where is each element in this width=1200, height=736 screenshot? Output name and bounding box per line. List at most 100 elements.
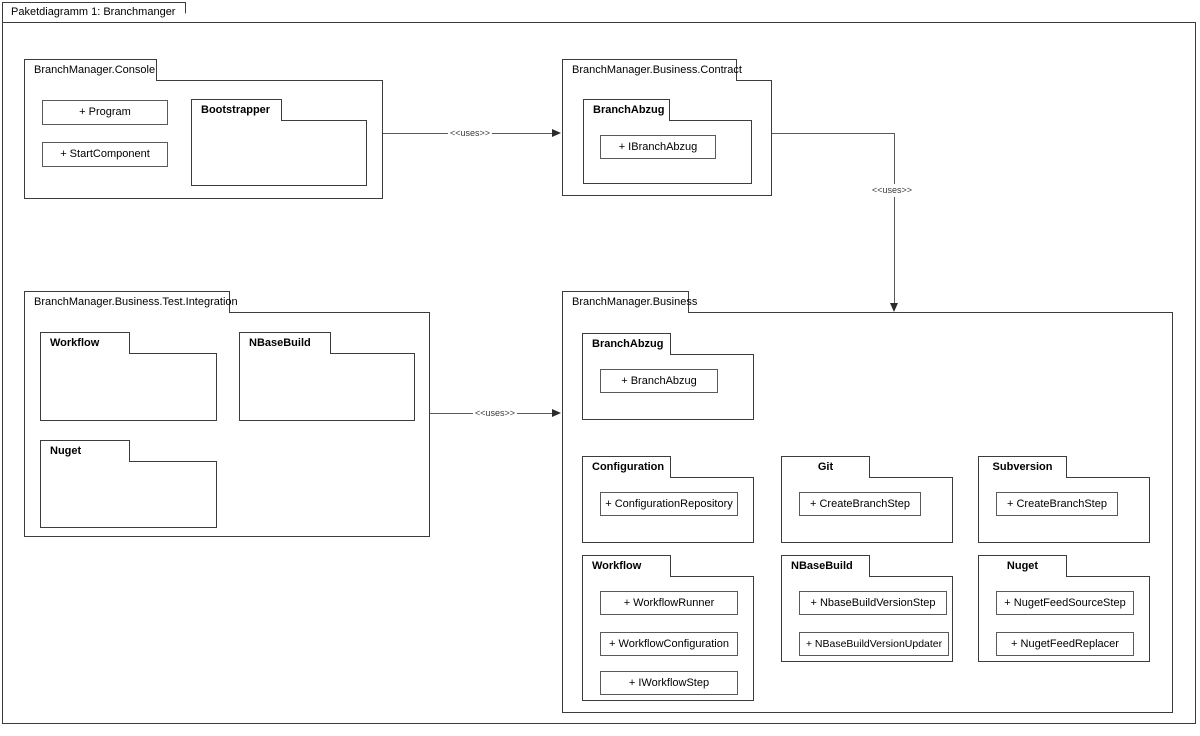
class-box[interactable]: + Program bbox=[42, 100, 168, 125]
package-title-tab: BranchManager.Business.Contract bbox=[562, 59, 742, 81]
connector-test-to-business-arrowhead bbox=[552, 409, 561, 417]
package-title-tab: BranchManager.Business bbox=[562, 291, 697, 313]
class-box[interactable]: + NugetFeedReplacer bbox=[996, 632, 1134, 656]
class-box[interactable]: + CreateBranchStep bbox=[996, 492, 1118, 516]
package-title-tab: BranchAbzug bbox=[583, 99, 670, 121]
package-body bbox=[191, 120, 367, 186]
class-label: + NBaseBuildVersionUpdater bbox=[805, 637, 943, 650]
class-label: + CreateBranchStep bbox=[810, 497, 910, 510]
package-title: Workflow bbox=[50, 337, 100, 349]
package-title-tab: Workflow bbox=[40, 332, 130, 354]
package-title: NBaseBuild bbox=[791, 560, 853, 572]
package-title: BranchManager.Business bbox=[572, 296, 698, 308]
package-title: BranchAbzug bbox=[593, 104, 665, 116]
package-nuget[interactable]: Nuget + NugetFeedSourceStep + NugetFeedR… bbox=[978, 555, 1150, 662]
diagram-frame-title-tab: Paketdiagramm 1: Branchmanger bbox=[2, 2, 187, 22]
package-body: + NugetFeedSourceStep + NugetFeedReplace… bbox=[978, 576, 1150, 662]
package-title-tab: NBaseBuild bbox=[239, 332, 331, 354]
class-label: + CreateBranchStep bbox=[1007, 497, 1107, 510]
class-label: + NugetFeedSourceStep bbox=[1004, 596, 1126, 609]
class-label: + BranchAbzug bbox=[621, 374, 697, 387]
package-branchmanager-business[interactable]: BranchManager.Business BranchAbzug + Bra… bbox=[562, 291, 1173, 713]
class-label: + WorkflowRunner bbox=[623, 596, 715, 609]
stereotype-text: <<uses>> bbox=[872, 185, 913, 195]
package-title: Subversion bbox=[992, 461, 1053, 473]
class-label: + NugetFeedReplacer bbox=[1011, 637, 1119, 650]
package-title: NBaseBuild bbox=[249, 337, 311, 349]
package-body: + ConfigurationRepository bbox=[582, 477, 754, 543]
package-title-tab: Nuget bbox=[978, 555, 1067, 577]
package-title-tab: Git bbox=[781, 456, 870, 478]
package-title: Workflow bbox=[592, 560, 642, 572]
connector-contract-to-business-arrowhead bbox=[890, 303, 898, 312]
package-nuget[interactable]: Nuget bbox=[40, 440, 217, 528]
package-title: Nuget bbox=[1006, 560, 1039, 572]
package-branchmanager-business-contract[interactable]: BranchManager.Business.Contract BranchAb… bbox=[562, 59, 772, 196]
package-body: + NbaseBuildVersionStep + NBaseBuildVers… bbox=[781, 576, 953, 662]
stereotype-text: <<uses>> bbox=[475, 408, 516, 418]
package-branchmanager-business-test-integration[interactable]: BranchManager.Business.Test.Integration … bbox=[24, 291, 430, 537]
class-box[interactable]: + NugetFeedSourceStep bbox=[996, 591, 1134, 615]
package-body: + WorkflowRunner + WorkflowConfiguration… bbox=[582, 576, 754, 701]
class-box[interactable]: + StartComponent bbox=[42, 142, 168, 167]
package-nbasebuild[interactable]: NBaseBuild bbox=[239, 332, 415, 421]
package-title: BranchManager.Console bbox=[34, 64, 156, 76]
package-body bbox=[239, 353, 415, 421]
class-label: + IBranchAbzug bbox=[618, 140, 698, 153]
class-label: + IWorkflowStep bbox=[628, 676, 710, 689]
package-title: BranchAbzug bbox=[592, 338, 664, 350]
connector-contract-to-business-line-h bbox=[772, 133, 895, 134]
package-workflow[interactable]: Workflow + WorkflowRunner + WorkflowConf… bbox=[582, 555, 754, 701]
package-configuration[interactable]: Configuration + ConfigurationRepository bbox=[582, 456, 754, 543]
connector-contract-to-business-label: <<uses>> bbox=[869, 184, 916, 197]
package-title: BranchManager.Business.Contract bbox=[572, 64, 742, 76]
class-label: + Program bbox=[79, 106, 131, 118]
package-body: + CreateBranchStep bbox=[781, 477, 953, 543]
package-title: Bootstrapper bbox=[201, 104, 271, 116]
package-title-tab: BranchAbzug bbox=[582, 333, 671, 355]
package-title: Nuget bbox=[50, 445, 82, 457]
package-title-tab: Nuget bbox=[40, 440, 130, 462]
package-title: Configuration bbox=[592, 461, 665, 473]
class-box[interactable]: + BranchAbzug bbox=[600, 369, 718, 393]
class-box[interactable]: + IWorkflowStep bbox=[600, 671, 738, 695]
package-subversion[interactable]: Subversion + CreateBranchStep bbox=[978, 456, 1150, 543]
package-title: BranchManager.Business.Test.Integration bbox=[34, 296, 238, 308]
class-box[interactable]: + IBranchAbzug bbox=[600, 135, 716, 159]
connector-console-to-contract-label: <<uses>> bbox=[448, 128, 493, 139]
package-git[interactable]: Git + CreateBranchStep bbox=[781, 456, 953, 543]
class-box[interactable]: + NbaseBuildVersionStep bbox=[799, 591, 947, 615]
package-title: Git bbox=[817, 461, 834, 473]
package-body: Workflow NBaseBuild Nuget bbox=[24, 312, 430, 537]
class-box[interactable]: + NBaseBuildVersionUpdater bbox=[799, 632, 949, 656]
package-title-tab: Workflow bbox=[582, 555, 671, 577]
class-label: + ConfigurationRepository bbox=[605, 497, 733, 510]
package-workflow[interactable]: Workflow bbox=[40, 332, 217, 421]
package-body: + CreateBranchStep bbox=[978, 477, 1150, 543]
class-box[interactable]: + WorkflowConfiguration bbox=[600, 632, 738, 656]
connector-test-to-business-label: <<uses>> bbox=[473, 408, 518, 419]
class-label: + NbaseBuildVersionStep bbox=[810, 596, 936, 609]
package-body: + Program + StartComponent Bootstrapper bbox=[24, 80, 383, 199]
package-body: BranchAbzug + BranchAbzug Configuration … bbox=[562, 312, 1173, 713]
class-box[interactable]: + WorkflowRunner bbox=[600, 591, 738, 615]
package-body: BranchAbzug + IBranchAbzug bbox=[562, 80, 772, 196]
package-branchmanager-console[interactable]: BranchManager.Console + Program + StartC… bbox=[24, 59, 383, 199]
class-box[interactable]: + CreateBranchStep bbox=[799, 492, 921, 516]
package-title-tab: Subversion bbox=[978, 456, 1067, 478]
connector-contract-to-business-line-v bbox=[894, 133, 895, 303]
package-body bbox=[40, 461, 217, 528]
connector-console-to-contract-arrowhead bbox=[552, 129, 561, 137]
package-title-tab: NBaseBuild bbox=[781, 555, 870, 577]
package-nbasebuild[interactable]: NBaseBuild + NbaseBuildVersionStep + NBa… bbox=[781, 555, 953, 662]
package-title-tab: Bootstrapper bbox=[191, 99, 282, 121]
package-title-tab: Configuration bbox=[582, 456, 671, 478]
package-branchabzug[interactable]: BranchAbzug + IBranchAbzug bbox=[583, 99, 752, 184]
stereotype-text: <<uses>> bbox=[450, 128, 491, 138]
class-box[interactable]: + ConfigurationRepository bbox=[600, 492, 738, 516]
diagram-title: Paketdiagramm 1: Branchmanger bbox=[11, 6, 176, 18]
package-branchabzug[interactable]: BranchAbzug + BranchAbzug bbox=[582, 333, 754, 420]
package-body: + IBranchAbzug bbox=[583, 120, 752, 184]
package-body bbox=[40, 353, 217, 421]
package-bootstrapper[interactable]: Bootstrapper bbox=[191, 99, 367, 186]
